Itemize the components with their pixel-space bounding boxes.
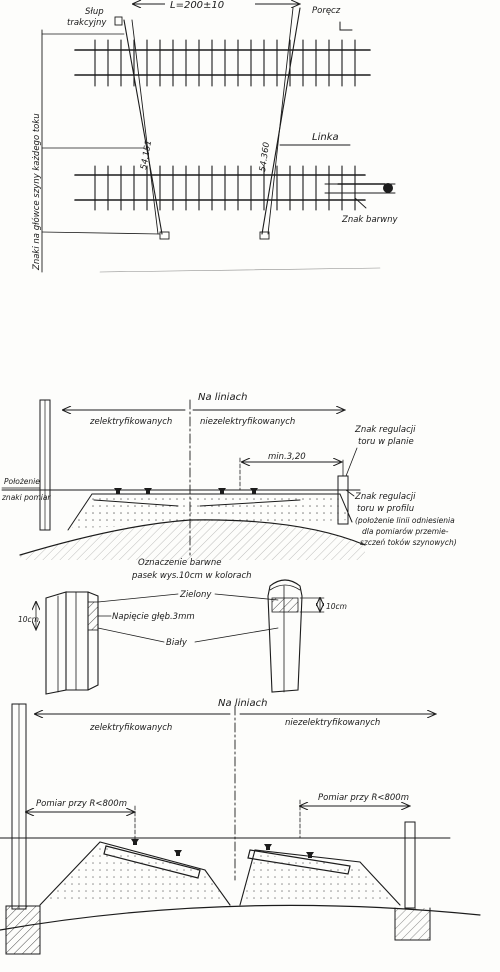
- detail-views: 10cm Napięcie głęb.3mm Zielony Biały 10c…: [18, 579, 347, 695]
- detail-notch-label: Napięcie głęb.3mm: [112, 612, 195, 622]
- plan-side-note: Znaki na główce szyny każdego toku: [31, 113, 42, 271]
- s1-profile-note-2: dla pomiarów przemie-: [362, 527, 449, 536]
- s2-measure-right: Pomiar przy R<800m: [318, 793, 409, 803]
- mast-label-2: trakcyjny: [67, 18, 107, 28]
- cross-section-1: Na liniach zelektryfikowanych niezelektr…: [1, 392, 457, 581]
- s2-nonelectrified-label: niezelektryfikowanych: [285, 718, 380, 728]
- s2-marker-post: [404, 821, 416, 909]
- rail-profile: [306, 852, 314, 858]
- rail-profile: [250, 488, 258, 494]
- s1-profile-note-3: szczeń toków szynowych): [360, 538, 457, 547]
- s2-electrified-label: zelektryfikowanych: [89, 723, 172, 733]
- lower-mast-symbol: [159, 231, 170, 240]
- km-right-label: 54.360: [258, 142, 272, 173]
- s1-ballast-outline: [67, 493, 353, 531]
- rail-profile: [174, 850, 182, 856]
- s1-lines-label: Na liniach: [198, 392, 247, 403]
- s1-color-label-1: Oznaczenie barwne: [138, 558, 221, 568]
- rail-profile: [114, 488, 122, 494]
- s1-plan-mark-2: toru w planie: [358, 437, 414, 447]
- detail-green-label: Zielony: [179, 590, 212, 600]
- rail-profile: [131, 839, 139, 845]
- lower-track-sleepers: [94, 165, 356, 211]
- color-mark-detail: [324, 183, 396, 209]
- detail-height-right: 10cm: [326, 602, 347, 611]
- detail-height-left: 10cm: [18, 615, 39, 624]
- km-left-label: 54.151: [139, 139, 154, 170]
- railing-symbol: [339, 21, 353, 31]
- color-mark-label: Znak barwny: [341, 215, 398, 225]
- plan-view: L=200±10 Słup trakcyjny Poręcz Znaki na …: [31, 0, 398, 273]
- mast-symbol: [114, 16, 123, 26]
- s2-mast-foundation: [5, 905, 41, 955]
- rail-profile: [264, 844, 272, 850]
- s1-position-label: Położenie: [4, 477, 40, 486]
- s2-ground-line: [0, 904, 481, 931]
- s2-lines-label: Na liniach: [218, 698, 267, 709]
- upper-track-sleepers: [94, 39, 356, 87]
- rail-profile: [218, 488, 226, 494]
- s2-right-embankment: [239, 849, 401, 906]
- cross-section-2: Na liniach zelektryfikowanych niezelektr…: [0, 698, 481, 955]
- wire-label: Linka: [312, 132, 339, 143]
- plan-dimension-label: L=200±10: [170, 0, 224, 11]
- railing-label: Poręcz: [312, 6, 341, 16]
- s1-profile-mark-1: Znak regulacji: [354, 492, 416, 502]
- s1-electrified-label: zelektryfikowanych: [89, 417, 172, 427]
- s1-plan-mark-1: Znak regulacji: [354, 425, 416, 435]
- lower-post-symbol: [259, 231, 270, 240]
- detail-white-label: Biały: [166, 638, 188, 648]
- mast-label: Słup: [85, 7, 104, 17]
- s1-color-label-2: pasek wys.10cm w kolorach: [131, 571, 252, 581]
- s1-profile-mark-2: toru w profilu: [357, 504, 414, 514]
- s1-min-distance: min.3,20: [268, 452, 306, 462]
- rail-profile: [144, 488, 152, 494]
- s1-marks-label: znaki pomiar: [1, 493, 51, 502]
- s1-profile-note-1: (położenie linii odniesienia: [355, 516, 455, 525]
- s1-nonelectrified-label: niezelektryfikowanych: [200, 417, 295, 427]
- s2-measure-left: Pomiar przy R<800m: [36, 799, 127, 809]
